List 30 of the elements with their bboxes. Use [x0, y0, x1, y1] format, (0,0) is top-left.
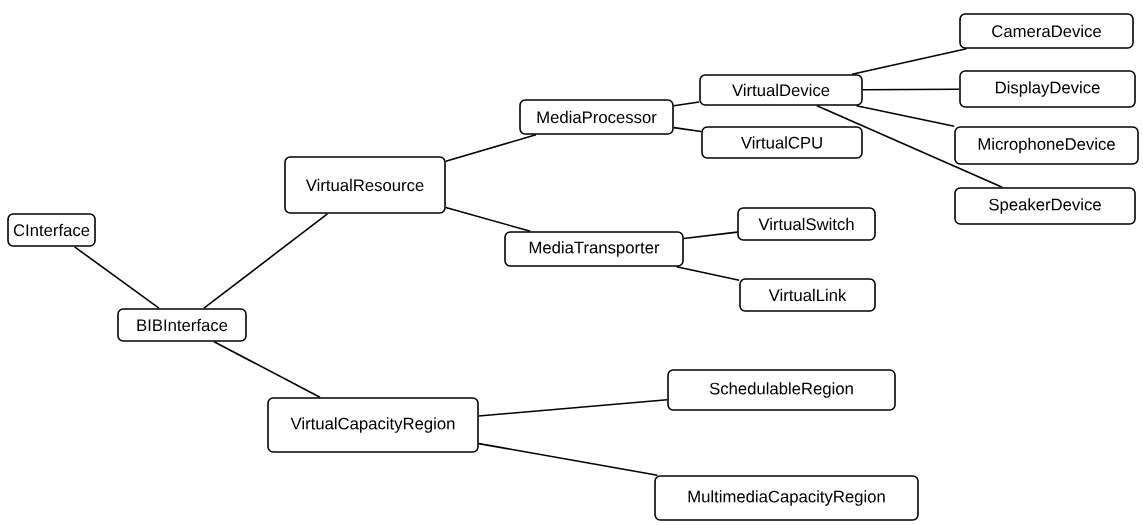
- class-box: MicrophoneDevice: [954, 126, 1139, 165]
- connector-line: [683, 231, 738, 240]
- connector-line: [478, 398, 668, 417]
- class-box: VirtualResource: [284, 156, 446, 214]
- connector-line: [855, 105, 955, 128]
- connector-line: [73, 246, 160, 309]
- class-box: BIBInterface: [117, 308, 247, 342]
- class-box: VirtualLink: [739, 278, 876, 312]
- class-box: CameraDevice: [959, 13, 1134, 49]
- connector-line: [673, 126, 702, 133]
- connector-line: [445, 206, 532, 232]
- class-box: VirtualCPU: [701, 126, 863, 159]
- connector-line: [862, 88, 960, 91]
- class-box: CInterface: [7, 213, 96, 247]
- connector-line: [478, 442, 659, 476]
- class-box: SpeakerDevice: [954, 187, 1136, 225]
- class-box: SchedulableRegion: [667, 369, 896, 411]
- class-box: MediaTransporter: [504, 231, 684, 267]
- connector-line: [675, 266, 740, 282]
- class-box: VirtualCapacityRegion: [267, 397, 479, 453]
- connector-line: [213, 341, 321, 398]
- connector-line: [851, 48, 968, 75]
- connector-line: [203, 213, 329, 309]
- class-box: DisplayDevice: [959, 70, 1136, 108]
- class-box: VirtualDevice: [699, 74, 863, 106]
- connector-line: [673, 101, 700, 107]
- connector-line: [445, 134, 537, 163]
- class-box: VirtualSwitch: [737, 207, 876, 241]
- class-box: MultimediaCapacityRegion: [654, 475, 919, 521]
- class-box: MediaProcessor: [519, 99, 674, 135]
